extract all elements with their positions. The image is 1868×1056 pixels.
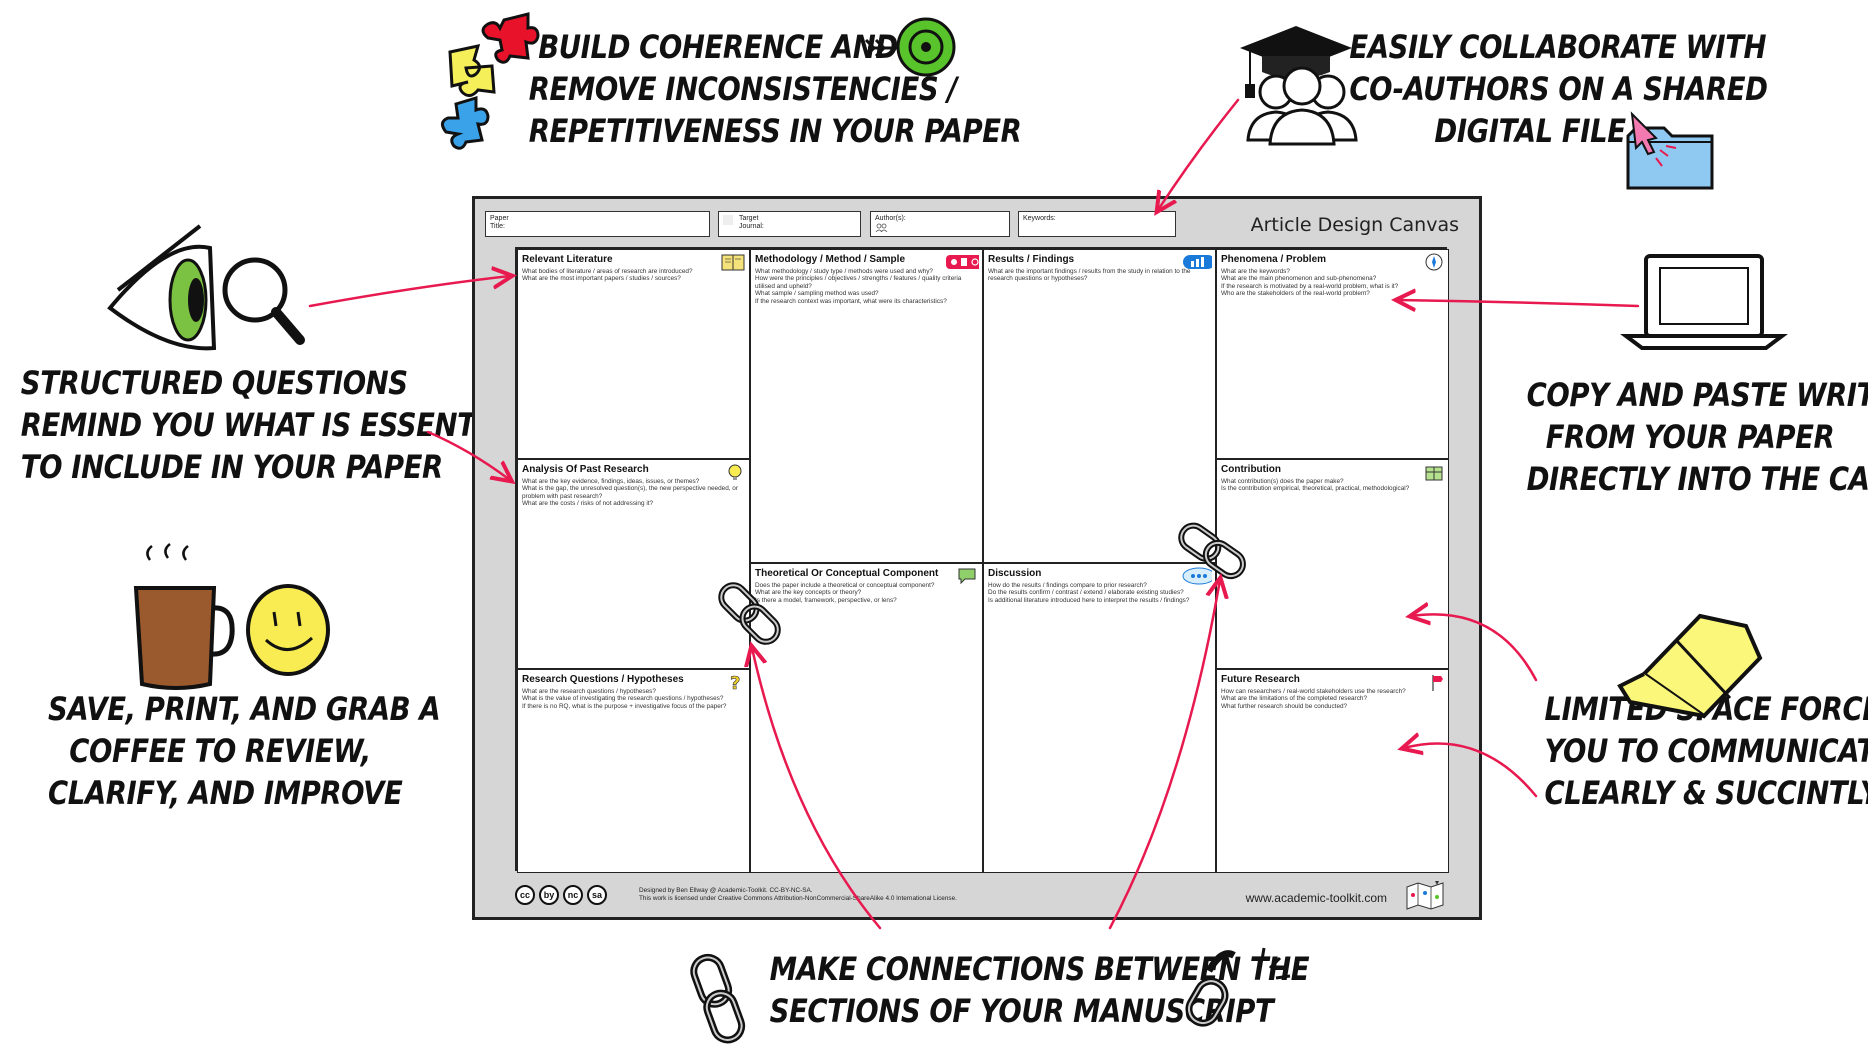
cell-discussion[interactable]: Discussion How do the results / findings… bbox=[983, 563, 1216, 873]
target-journal-field[interactable]: Target Journal: bbox=[718, 211, 861, 237]
cell-results-findings[interactable]: Results / Findings What are the importan… bbox=[983, 249, 1216, 563]
canvas-footer: cc by nc sa Designed by Ben Ellway @ Aca… bbox=[515, 875, 1447, 915]
book-icon bbox=[721, 254, 745, 271]
question-mark-icon: ? bbox=[730, 673, 741, 692]
map-icon bbox=[1406, 881, 1444, 910]
cell-methodology[interactable]: Methodology / Method / Sample What metho… bbox=[750, 249, 983, 563]
canvas-header: Paper Title: Target Journal: Author(s): … bbox=[485, 209, 1469, 243]
gift-icon bbox=[1425, 466, 1443, 481]
cell-future-research[interactable]: Future Research How can researchers / re… bbox=[1216, 669, 1449, 873]
folder-icon bbox=[1626, 111, 1714, 190]
people-icon bbox=[875, 223, 888, 233]
authors-field[interactable]: Author(s): bbox=[870, 211, 1010, 237]
canvas-title: Article Design Canvas bbox=[1250, 214, 1459, 236]
cc-nc-icon: nc bbox=[563, 885, 583, 905]
cell-theoretical-component[interactable]: Theoretical Or Conceptual Component Does… bbox=[750, 563, 983, 873]
cell-relevant-literature[interactable]: Relevant Literature What bodies of liter… bbox=[517, 249, 750, 459]
laptop-icon bbox=[1620, 254, 1788, 350]
cc-sa-icon: sa bbox=[587, 885, 607, 905]
chain-link-icon bbox=[690, 953, 746, 1044]
callout-save-print: SAVE, PRINT, AND GRAB A COFFEE TO REVIEW… bbox=[48, 690, 441, 812]
cell-analysis-past-research[interactable]: Analysis Of Past Research What are the k… bbox=[517, 459, 750, 669]
lightbulb-icon bbox=[728, 464, 742, 480]
bar-chart-icon bbox=[1183, 255, 1212, 269]
signpost-icon bbox=[1432, 675, 1443, 691]
cell-research-questions[interactable]: Research Questions / Hypotheses What are… bbox=[517, 669, 750, 873]
cc-icon: cc bbox=[515, 885, 535, 905]
annotation-arrows bbox=[308, 98, 1640, 930]
magnifier-icon bbox=[222, 257, 305, 345]
canvas-grid: Relevant Literature What bodies of liter… bbox=[515, 247, 1449, 873]
speech-bubble-icon bbox=[958, 568, 976, 585]
people-icon bbox=[1246, 66, 1358, 146]
chain-link-icon bbox=[718, 582, 781, 645]
paper-title-field[interactable]: Paper Title: bbox=[485, 211, 710, 237]
compass-icon bbox=[1425, 253, 1443, 271]
eye-icon bbox=[107, 224, 217, 351]
broken-chain-icon bbox=[1185, 947, 1291, 1027]
highlighter-icon bbox=[1617, 613, 1763, 719]
website-link[interactable]: www.academic-toolkit.com bbox=[1245, 891, 1387, 905]
article-design-canvas: Paper Title: Target Journal: Author(s): … bbox=[472, 196, 1482, 920]
svg-text:?: ? bbox=[730, 673, 740, 692]
smiley-icon bbox=[246, 584, 330, 676]
cell-phenomena-problem[interactable]: Phenomena / Problem What are the keyword… bbox=[1216, 249, 1449, 459]
keywords-field[interactable]: Keywords: bbox=[1018, 211, 1176, 237]
chain-link-icon bbox=[1178, 522, 1246, 580]
target-icon bbox=[864, 17, 956, 77]
callout-copy-paste: COPY AND PASTE WRITING FROM YOUR PAPER D… bbox=[1526, 376, 1868, 498]
license-text: Designed by Ben Ellway @ Academic-Toolki… bbox=[639, 887, 957, 902]
journal-checkbox-icon bbox=[723, 215, 733, 225]
callout-collaborate: EASILY COLLABORATE WITH CO-AUTHORS ON A … bbox=[1349, 28, 1768, 150]
cc-license-icons: cc by nc sa bbox=[515, 885, 607, 905]
coffee-mug-icon bbox=[133, 543, 235, 690]
lab-tools-icon bbox=[946, 255, 979, 269]
puzzle-icon bbox=[441, 12, 540, 150]
callout-limited-space: LIMITED SPACE FORCES YOU TO COMMUNICATE … bbox=[1544, 690, 1868, 812]
cell-contribution[interactable]: Contribution What contribution(s) does t… bbox=[1216, 459, 1449, 669]
cc-by-icon: by bbox=[539, 885, 559, 905]
